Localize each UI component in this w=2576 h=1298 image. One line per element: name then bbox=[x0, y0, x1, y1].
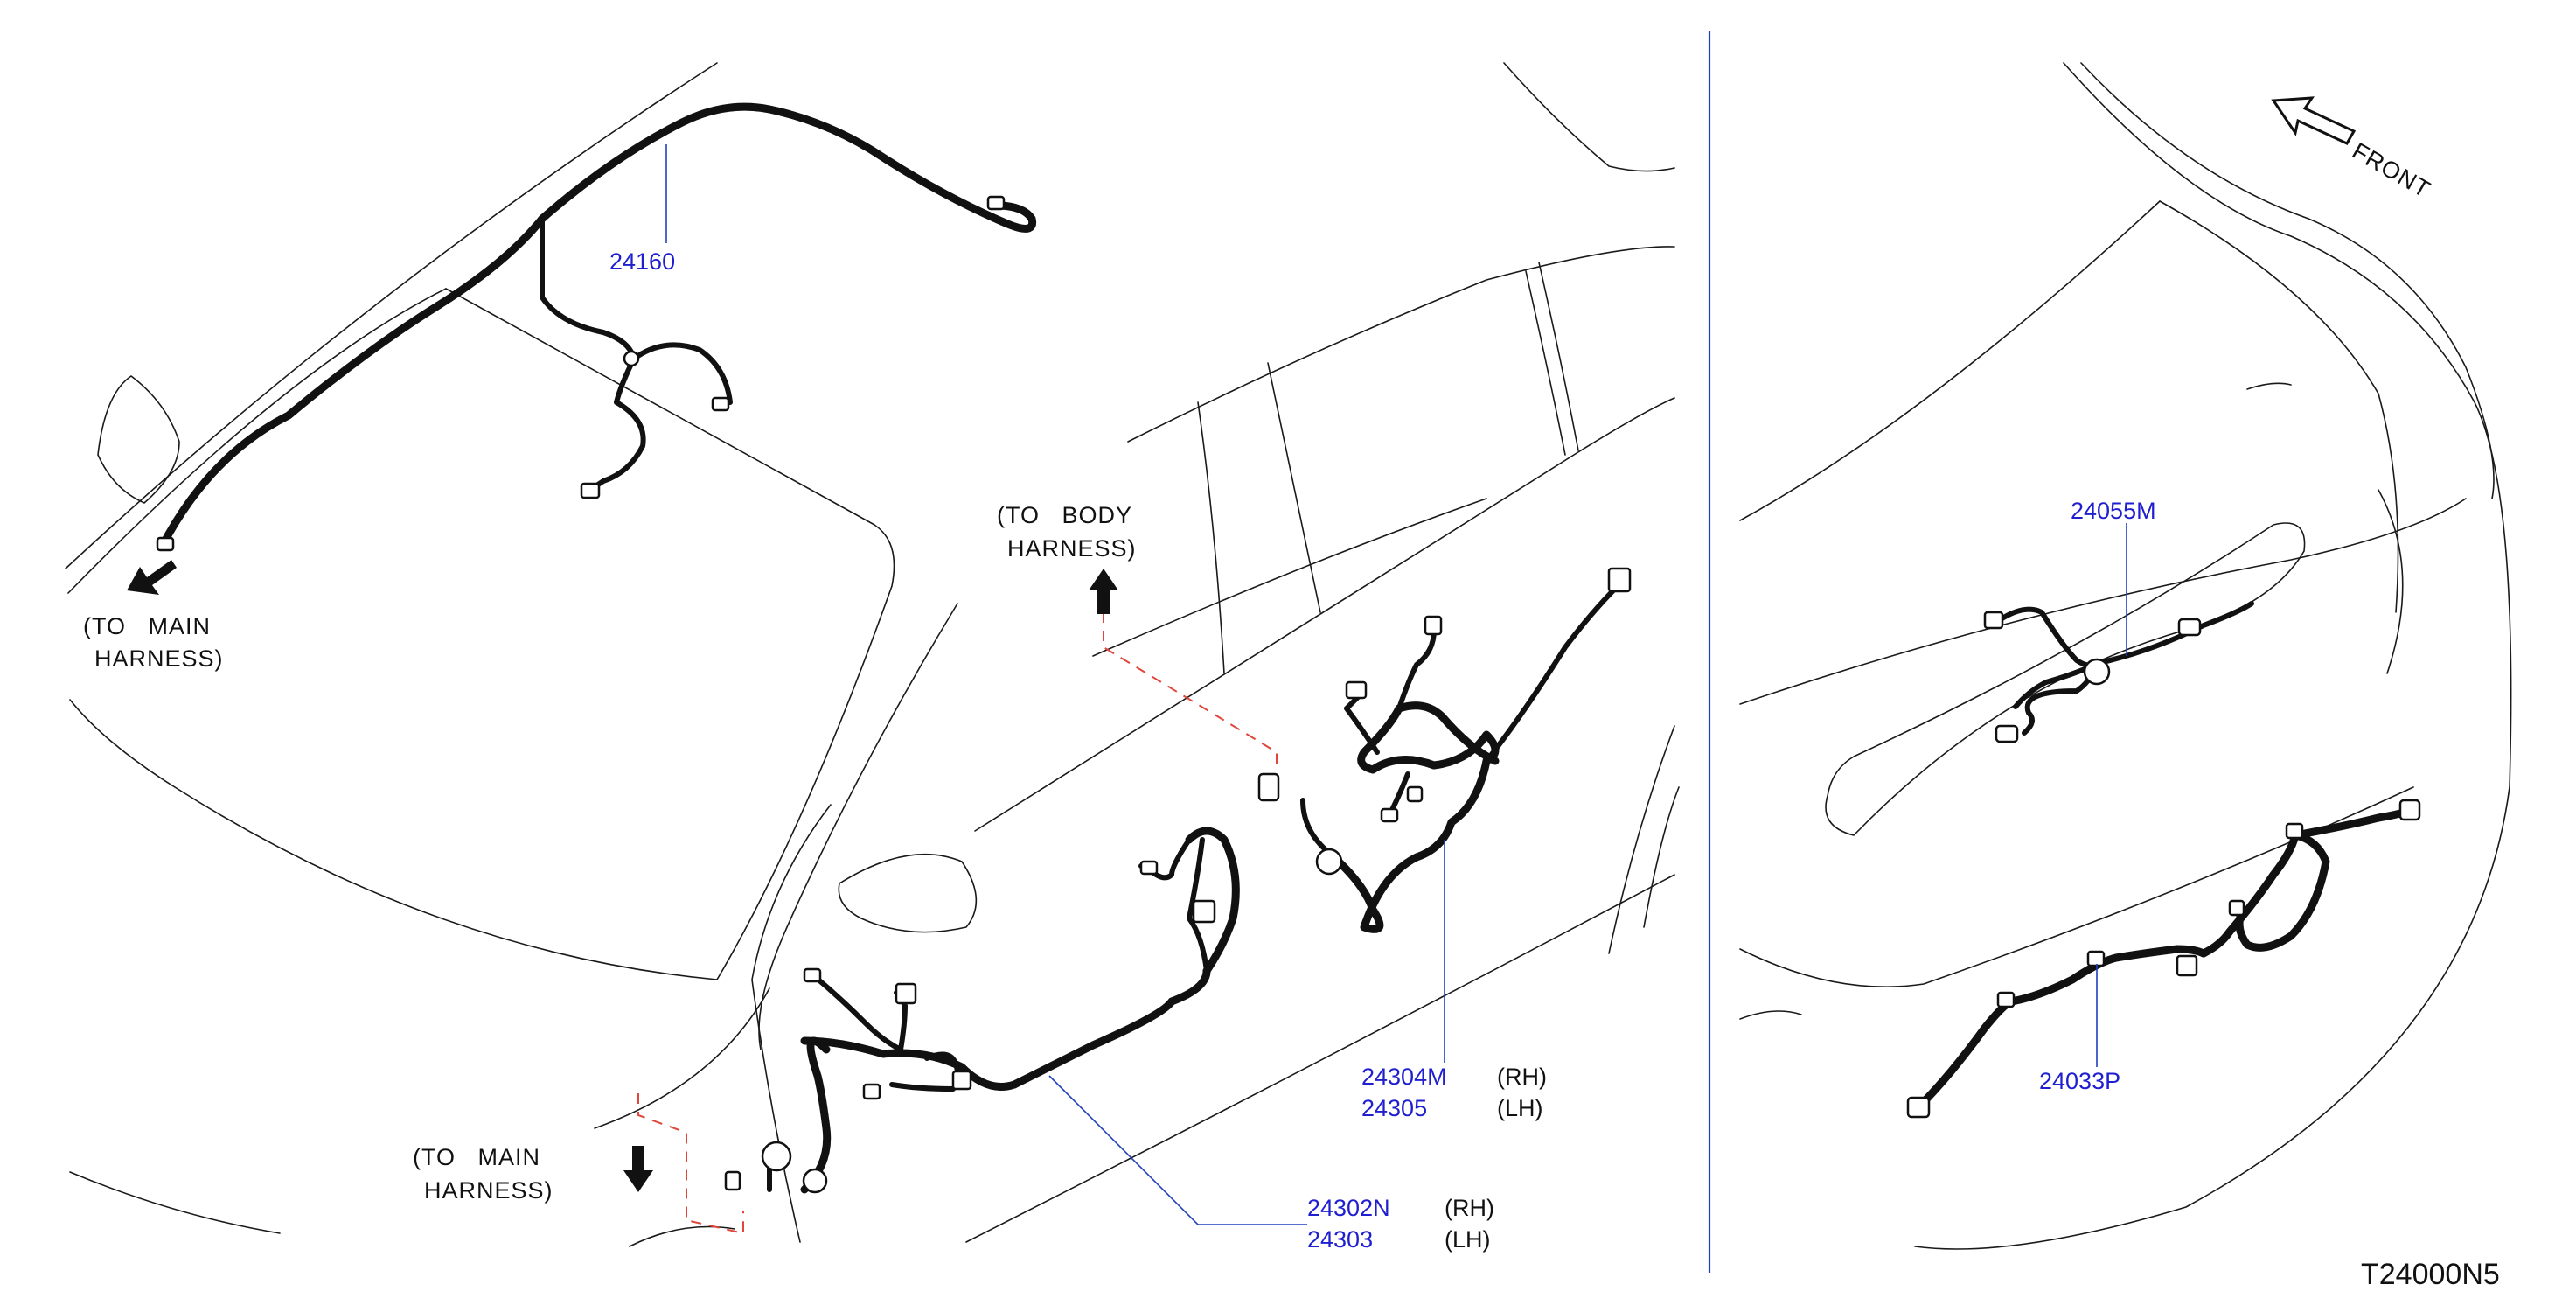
part-number-front-door-lh: 24303 bbox=[1307, 1226, 1373, 1253]
back-door-connector-b bbox=[1995, 724, 2019, 743]
leader-24302N bbox=[1048, 1075, 1307, 1225]
back-door-harness[interactable] bbox=[1983, 601, 2254, 743]
arrow-down-icon bbox=[623, 1146, 653, 1192]
roof-connector-front bbox=[156, 536, 175, 552]
note-to-body-harness-line2: HARNESS) bbox=[1007, 535, 1137, 562]
bumper-connector-a bbox=[1906, 1096, 1931, 1119]
roof-connector-lamp bbox=[580, 482, 601, 499]
front-door-connector-f bbox=[1192, 899, 1216, 924]
front-label: FRONT bbox=[2348, 137, 2435, 203]
note-to-body-harness-line1: (TO BODY bbox=[997, 502, 1132, 528]
front-door-connector-a bbox=[724, 1170, 741, 1191]
roof-grommet bbox=[623, 350, 640, 367]
roof-harness[interactable] bbox=[156, 102, 1037, 552]
bumper-connector-c bbox=[2086, 950, 2106, 967]
rear-door-harness[interactable] bbox=[1257, 567, 1632, 933]
note-to-main-harness-top-line2: HARNESS) bbox=[94, 646, 224, 672]
part-number-front-door-rh: 24302N bbox=[1307, 1195, 1390, 1221]
rear-door-connector-c bbox=[1345, 680, 1368, 700]
front-door-grommet-a bbox=[761, 1141, 792, 1172]
bumper-connector-d bbox=[2176, 954, 2198, 977]
vehicle-body-outline-left bbox=[65, 62, 1680, 1247]
front-door-connector-g bbox=[1139, 860, 1159, 876]
bumper-connector-g bbox=[2398, 799, 2421, 821]
arrow-up-icon bbox=[1089, 569, 1118, 614]
rear-door-connector-f bbox=[1406, 785, 1424, 803]
note-to-main-harness-top-line1: (TO MAIN bbox=[83, 613, 211, 639]
dashed-link-body-harness bbox=[1103, 612, 1278, 770]
front-door-harness[interactable] bbox=[724, 827, 1240, 1194]
front-arrow-icon bbox=[2271, 96, 2357, 145]
dashed-link-main-harness bbox=[637, 1093, 744, 1235]
roof-connector-mid bbox=[711, 396, 730, 412]
bumper-connector-e bbox=[2228, 899, 2245, 917]
note-to-main-harness-bottom-line1: (TO MAIN bbox=[413, 1144, 540, 1170]
roof-connector-rear bbox=[986, 195, 1006, 211]
arrow-down-left-icon bbox=[127, 560, 177, 595]
back-door-grommet bbox=[2083, 658, 2111, 686]
back-door-connector-c bbox=[2177, 618, 2202, 637]
note-to-main-harness-bottom-line2: HARNESS) bbox=[424, 1177, 553, 1204]
rear-door-connector-e bbox=[1257, 772, 1280, 802]
back-door-connector-a bbox=[1983, 611, 2004, 630]
vehicle-body-outline-right bbox=[1739, 62, 2512, 1250]
rear-door-connector-b bbox=[1424, 615, 1443, 636]
front-door-connector-e bbox=[951, 1070, 972, 1091]
bumper-connector-f bbox=[2285, 822, 2304, 840]
diagram-code: T24000N5 bbox=[2361, 1258, 2500, 1291]
rear-door-connector-d bbox=[1380, 807, 1399, 823]
front-door-connector-b bbox=[803, 967, 822, 983]
side-rear-door-rh: (RH) bbox=[1497, 1064, 1547, 1090]
rear-door-connector-a bbox=[1607, 567, 1632, 593]
part-number-roof: 24160 bbox=[609, 248, 675, 275]
rear-door-grommet bbox=[1315, 848, 1343, 876]
rear-bumper-harness[interactable] bbox=[1906, 799, 2421, 1119]
part-number-rear-door-lh: 24305 bbox=[1361, 1095, 1427, 1121]
front-door-connector-d bbox=[862, 1083, 881, 1100]
part-number-rear-bumper: 24033P bbox=[2039, 1068, 2120, 1094]
bumper-connector-b bbox=[1996, 991, 2016, 1008]
part-number-back-door: 24055M bbox=[2071, 498, 2156, 524]
side-front-door-lh: (LH) bbox=[1445, 1226, 1491, 1253]
front-door-connector-c bbox=[895, 982, 917, 1005]
side-front-door-rh: (RH) bbox=[1445, 1195, 1494, 1221]
part-number-rear-door-rh: 24304M bbox=[1361, 1064, 1447, 1090]
front-door-grommet-b bbox=[802, 1168, 828, 1194]
side-rear-door-lh: (LH) bbox=[1497, 1095, 1543, 1121]
